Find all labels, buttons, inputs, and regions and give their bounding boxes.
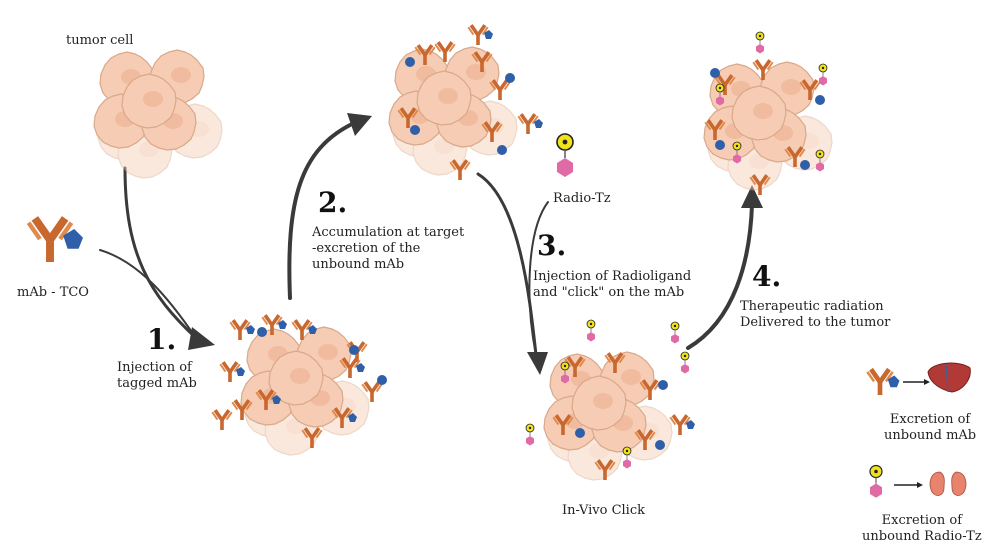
step-2-number: 2. [318, 186, 348, 219]
tumor-cluster-accumulated [389, 24, 543, 180]
step-3-number: 3. [537, 229, 567, 262]
arrow-step-3 [476, 172, 538, 357]
tumor-cluster-treated [704, 31, 832, 195]
legend-mab-text: Excretion of unbound mAb [884, 412, 976, 444]
legend-radio-tz-text: Excretion of unbound Radio-Tz [862, 513, 982, 545]
arrow-step-1 [123, 166, 198, 340]
arrow-step-4 [686, 203, 754, 350]
legend-radio-tz-line-1: Excretion of [881, 513, 963, 528]
in-vivo-click-label: In-Vivo Click [562, 503, 645, 518]
step-1-line-2: tagged mAb [117, 376, 197, 391]
arrow-step-2 [287, 122, 354, 300]
arrowhead-step-3 [527, 352, 548, 375]
liver-icon [927, 362, 971, 393]
arrow-radio-join [528, 201, 549, 356]
step-1-line-1: Injection of [117, 360, 192, 375]
tumor-cluster-click [525, 319, 695, 480]
step-2-text: Accumulation at target -excretion of the… [312, 225, 464, 273]
radio-tz-label: Radio-Tz [553, 191, 611, 206]
legend-mab-line-2: unbound mAb [884, 428, 977, 443]
legend-arrowhead-2 [917, 482, 923, 488]
tumor-cluster-initial [94, 50, 222, 178]
legend-arrowhead-1 [924, 379, 930, 385]
tumor-cluster-injected [211, 314, 387, 455]
step-1-text: Injection of tagged mAb [117, 360, 197, 392]
legend-mab-icon [866, 368, 899, 395]
step-2-line-1: Accumulation at target [312, 225, 465, 240]
process-arrows [99, 122, 754, 357]
step-1-number: 1. [147, 323, 177, 356]
legend-radio-tz-icon [869, 464, 883, 499]
kidneys-icon [929, 471, 967, 496]
arrowhead-step-4 [741, 185, 763, 208]
step-4-line-1: Therapeutic radiation [740, 299, 884, 314]
step-4-number: 4. [752, 260, 782, 293]
mab-tco-label: mAb - TCO [17, 285, 89, 300]
arrowhead-step-2 [347, 113, 372, 136]
step-3-line-2: and "click" on the mAb [533, 285, 685, 300]
legend-radio-tz-line-2: unbound Radio-Tz [862, 529, 982, 544]
tumor-cell-label: tumor cell [66, 33, 134, 48]
step-3-text: Injection of Radioligand and "click" on … [533, 269, 691, 301]
arrowhead-step-1 [188, 327, 215, 350]
step-3-line-1: Injection of Radioligand [533, 269, 692, 284]
arrowheads [188, 113, 763, 375]
step-2-line-2: -excretion of the [312, 241, 421, 256]
legend-mab-line-1: Excretion of [889, 412, 971, 427]
step-4-text: Therapeutic radiation Delivered to the t… [740, 299, 890, 331]
step-2-line-3: unbound mAb [312, 257, 405, 272]
radio-tz-icon [556, 133, 574, 178]
arrow-mab-join [99, 249, 197, 339]
mab-tco-icon [27, 216, 83, 262]
step-4-line-2: Delivered to the tumor [740, 315, 891, 330]
